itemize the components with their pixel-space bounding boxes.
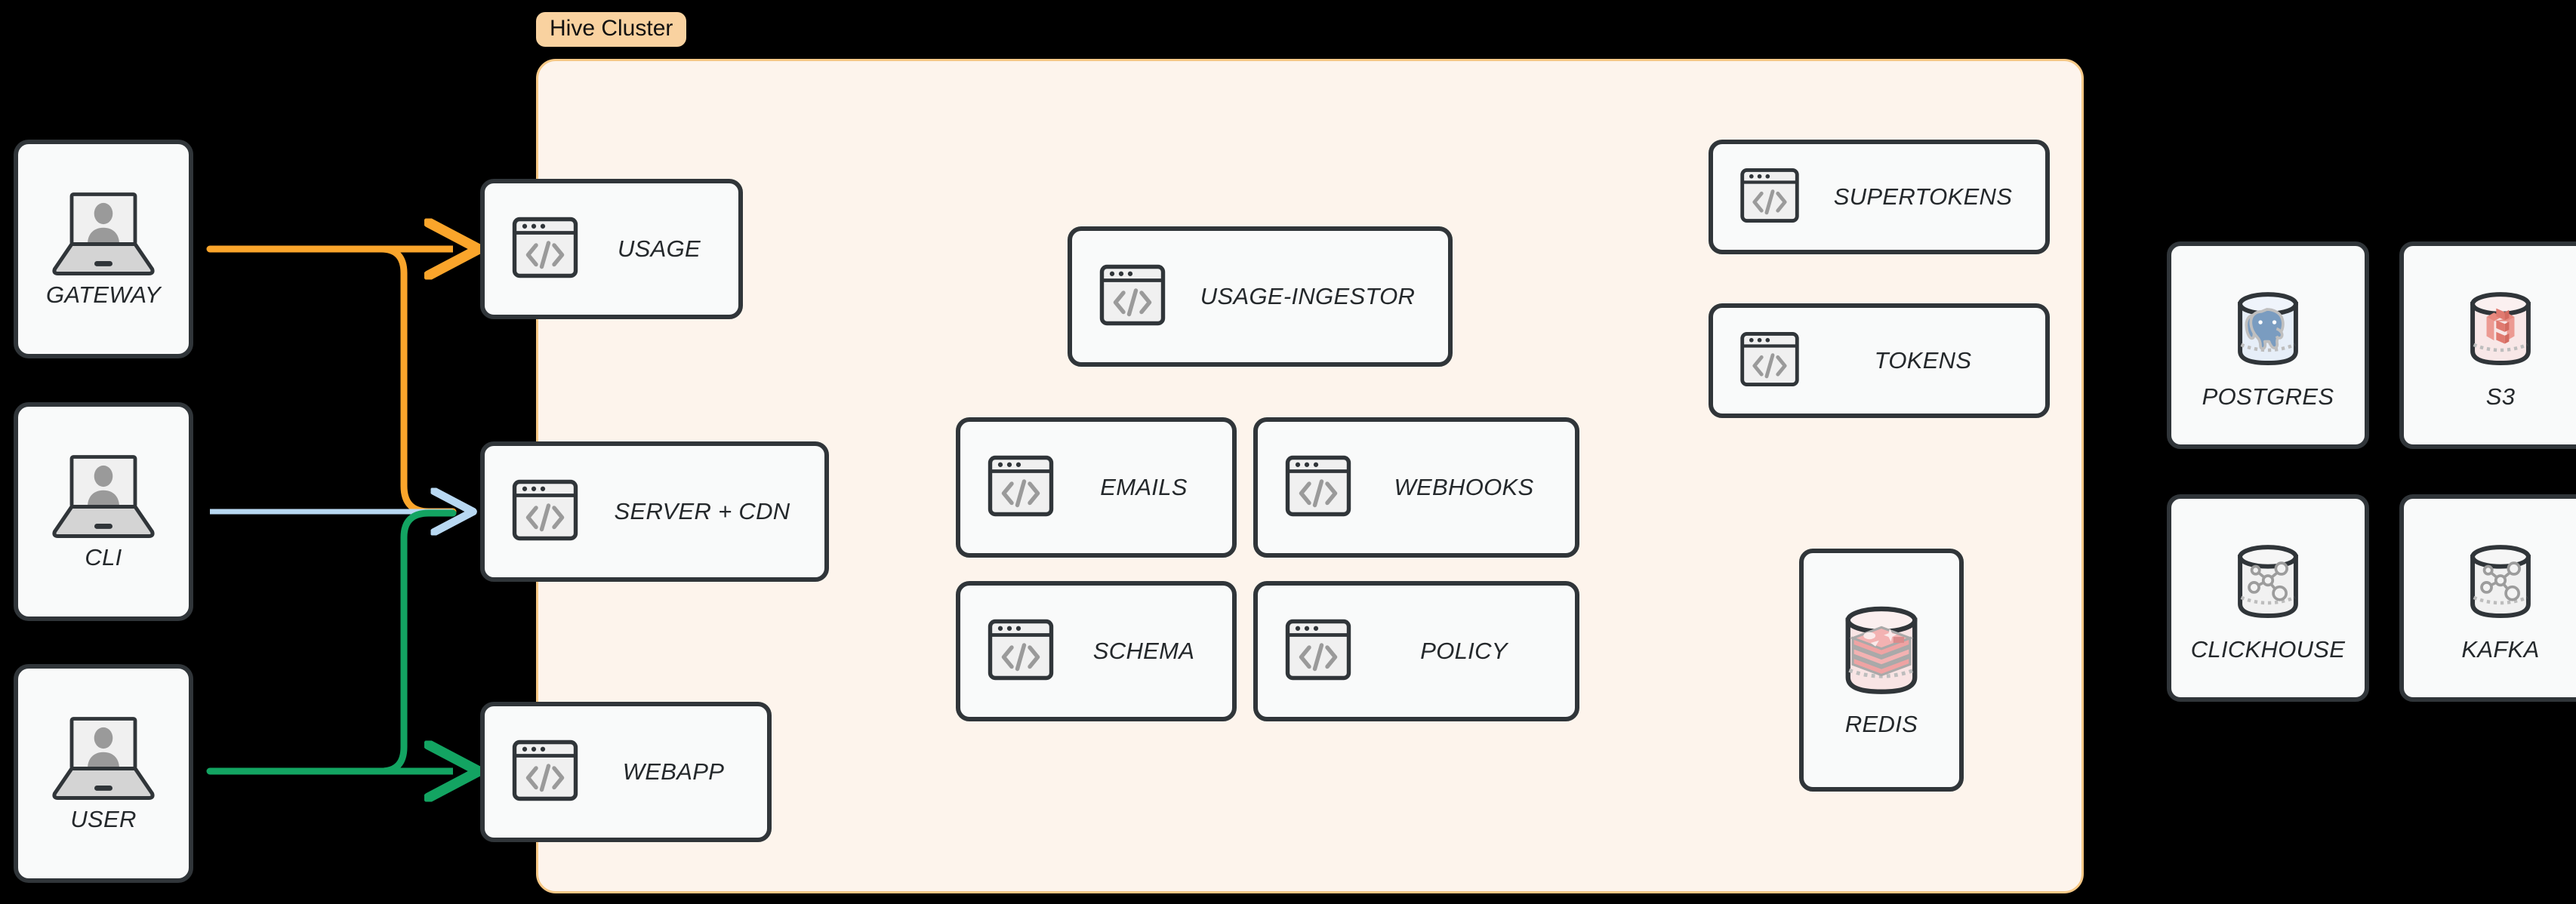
- code-window-icon: [509, 474, 581, 550]
- client-label: CLI: [85, 544, 122, 570]
- service-label: POLICY: [1420, 638, 1508, 664]
- service-card-usage-ingestor[interactable]: USAGE-INGESTOR: [1068, 226, 1453, 367]
- service-card-schema[interactable]: SCHEMA: [956, 581, 1237, 721]
- code-window-icon: [1737, 163, 1802, 232]
- datastore-card-clickhouse[interactable]: CLICKHOUSE: [2167, 494, 2369, 702]
- datastore-card-s3[interactable]: S3: [2399, 241, 2576, 449]
- code-window-icon: [1737, 327, 1802, 395]
- datastore-label: KAFKA: [2461, 635, 2540, 663]
- laptop-user-icon: [52, 192, 155, 276]
- client-card-gateway[interactable]: GATEWAY: [14, 140, 193, 358]
- datastore-card-postgres[interactable]: POSTGRES: [2167, 241, 2369, 449]
- service-label: SUPERTOKENS: [1833, 183, 2013, 210]
- service-card-webapp[interactable]: WEBAPP: [480, 702, 772, 842]
- database-generic-icon: [2470, 544, 2531, 618]
- client-card-cli[interactable]: CLI: [14, 402, 193, 621]
- service-card-emails[interactable]: EMAILS: [956, 417, 1237, 558]
- database-postgres-icon: [2238, 291, 2298, 365]
- code-window-icon: [1096, 259, 1169, 335]
- service-card-usage[interactable]: USAGE: [480, 179, 743, 319]
- code-window-icon: [509, 211, 581, 287]
- datastore-label: REDIS: [1844, 711, 1918, 737]
- code-window-icon: [984, 613, 1057, 690]
- client-label: GATEWAY: [46, 281, 161, 308]
- datastore-card-redis[interactable]: REDIS: [1799, 549, 1964, 792]
- laptop-user-icon: [52, 455, 155, 539]
- datastore-label: POSTGRES: [2202, 383, 2334, 410]
- service-label: SERVER + CDN: [614, 498, 790, 524]
- code-window-icon: [1282, 450, 1354, 526]
- service-label: TOKENS: [1874, 347, 1972, 374]
- service-card-webhooks[interactable]: WEBHOOKS: [1253, 417, 1579, 558]
- database-redis-icon: [1845, 606, 1918, 694]
- hive-cluster-badge: Hive Cluster: [536, 12, 687, 47]
- code-window-icon: [509, 734, 581, 810]
- service-label: USAGE: [617, 235, 701, 262]
- laptop-user-icon: [52, 717, 155, 801]
- service-label: EMAILS: [1100, 474, 1188, 500]
- datastore-label: S3: [2485, 383, 2516, 410]
- service-card-policy[interactable]: POLICY: [1253, 581, 1579, 721]
- service-label: SCHEMA: [1092, 638, 1195, 664]
- code-window-icon: [1282, 613, 1354, 690]
- database-generic-icon: [2238, 544, 2298, 618]
- datastore-label: CLICKHOUSE: [2190, 635, 2346, 663]
- edge-gateway-server: [206, 245, 457, 515]
- service-card-tokens[interactable]: TOKENS: [1709, 303, 2050, 418]
- client-label: USER: [70, 806, 137, 832]
- service-label: USAGE-INGESTOR: [1200, 283, 1416, 309]
- service-label: WEBAPP: [622, 758, 725, 785]
- datastore-card-kafka[interactable]: KAFKA: [2399, 494, 2576, 702]
- edge-user-server: [206, 509, 457, 775]
- service-label: WEBHOOKS: [1394, 474, 1534, 500]
- service-card-server-cdn[interactable]: SERVER + CDN: [480, 441, 829, 582]
- code-window-icon: [984, 450, 1057, 526]
- service-card-supertokens[interactable]: SUPERTOKENS: [1709, 140, 2050, 254]
- client-card-user[interactable]: USER: [14, 664, 193, 883]
- database-s3-icon: [2470, 291, 2531, 365]
